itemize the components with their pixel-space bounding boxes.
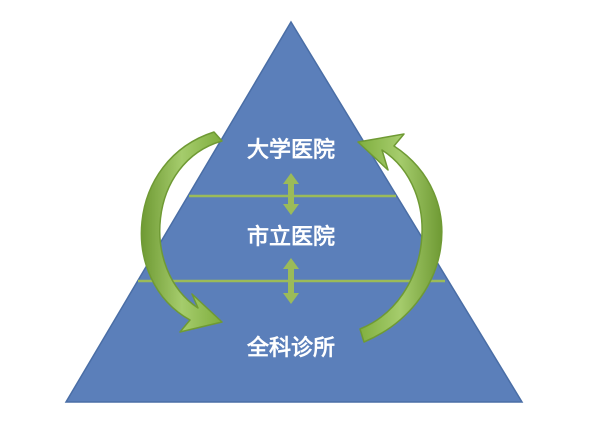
tier-label-city-hospital: 市立医院	[247, 224, 335, 250]
tier-label-general-clinic: 全科诊所	[246, 335, 335, 361]
tier-label-university-hospital: 大学医院	[247, 137, 335, 163]
curved-arrow-icon-right	[357, 133, 443, 343]
double-arrow-icon-upper	[283, 173, 299, 215]
double-arrow-icon-lower	[283, 258, 299, 304]
curved-arrow-icon-left	[140, 131, 223, 333]
